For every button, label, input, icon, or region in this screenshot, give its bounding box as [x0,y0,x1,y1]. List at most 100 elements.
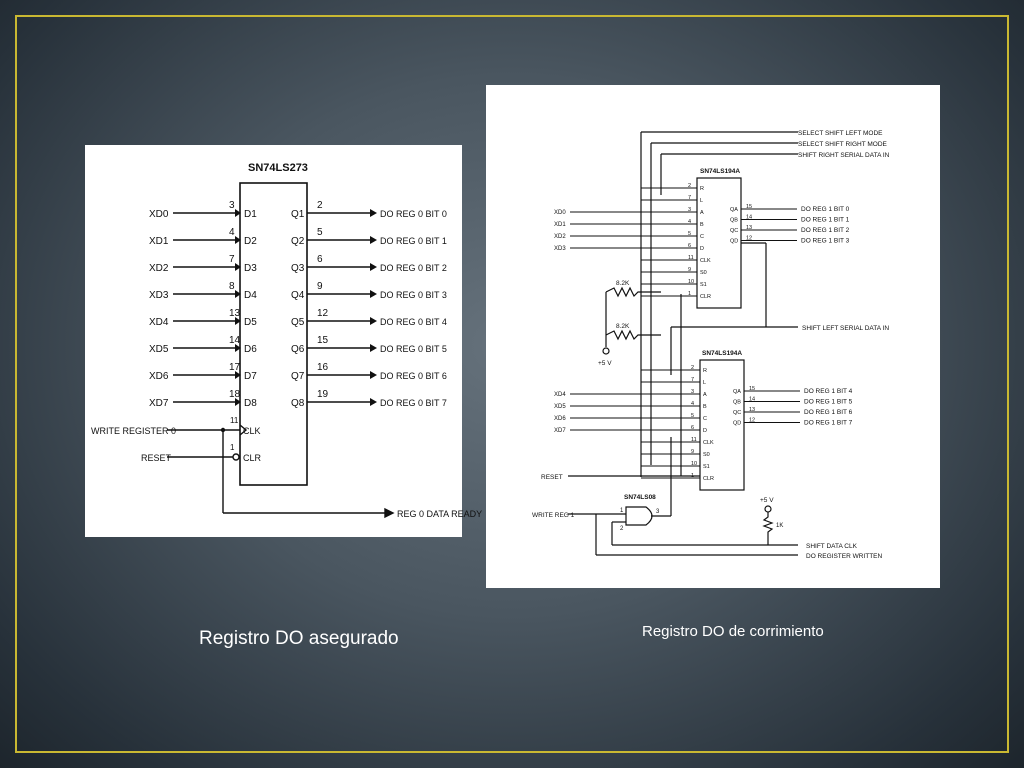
output-pin-number: 5 [317,227,323,238]
bottom-out-pin-number: 12 [749,418,755,424]
top-pin-label: CLR [700,294,711,300]
reset-label: RESET [541,474,563,481]
bottom-pin-label: CLK [703,440,714,446]
bottom-out-pin-number: 13 [749,407,755,413]
bottom-pin-label: L [703,380,706,386]
bottom-out-pin-label: QA [733,389,741,395]
top-pin-label: S1 [700,282,707,288]
bottom-out-pin-number: 14 [749,397,755,403]
input-pin-number: 4 [229,227,235,238]
top-out-pin-label: QB [730,218,738,224]
bottom-pin-label: D [703,428,707,434]
output-arrow [370,371,377,379]
vcc-right-label: +5 V [760,497,774,504]
d-pin-label: D8 [244,398,257,409]
output-label: DO REG 0 BIT 3 [380,290,447,300]
chip-label: SN74LS273 [248,162,308,174]
top-output-label: DO REG 1 BIT 3 [801,238,850,245]
input-pin-number: 14 [229,335,241,346]
bottom-out-pin-number: 15 [749,386,755,392]
top-output-label: DO REG 1 BIT 1 [801,217,850,224]
shift-right-serial-label: SHIFT RIGHT SERIAL DATA IN [798,152,890,159]
output-label: DO REG 0 BIT 5 [380,344,447,354]
shift-left-serial-label: SHIFT LEFT SERIAL DATA IN [802,325,889,332]
input-arrow [235,209,241,217]
resistor-bottom-label: 8.2K [616,323,630,330]
bottom-pin-label: S0 [703,452,710,458]
bottom-pin-number: 7 [691,377,694,383]
q-pin-label: Q4 [291,290,305,301]
input-arrow [235,236,241,244]
input-arrow [235,317,241,325]
output-pin-number: 12 [317,308,329,319]
output-arrow [370,236,377,244]
top-out-pin-number: 12 [746,236,752,242]
bottom-pin-label: B [703,404,707,410]
top-out-pin-label: QC [730,228,738,234]
input-arrow [235,398,241,406]
vcc-left-label: +5 V [598,360,612,367]
input-arrow [235,290,241,298]
bottom-output-label: DO REG 1 BIT 4 [804,388,853,395]
bottom-chip-label: SN74LS194A [702,350,742,357]
input-pin-number: 7 [229,254,235,265]
bottom-out-pin-label: QC [733,410,741,416]
top-pin-label: S0 [700,270,707,276]
clk-pin-label: CLK [243,426,261,436]
input-label: XD5 [149,344,169,355]
caption-latch-register: Registro DO asegurado [199,628,399,649]
bottom-pin-label: C [703,416,707,422]
bottom-pin-number: 11 [691,437,697,443]
input-pin-number: 18 [229,389,241,400]
shift-data-clk-label: SHIFT DATA CLK [806,543,858,550]
bottom-pin-label: R [703,368,707,374]
output-label: DO REG 0 BIT 6 [380,371,447,381]
bottom-output-label: DO REG 1 BIT 5 [804,399,853,406]
bottom-out-pin-label: QD [733,421,741,427]
bottom-output-label: DO REG 1 BIT 6 [804,409,853,416]
bottom-pin-number: 2 [691,365,694,371]
output-label: DO REG 0 BIT 7 [380,398,447,408]
bottom-input-label: XD5 [554,404,566,410]
top-output-label: DO REG 1 BIT 2 [801,227,850,234]
output-pin-number: 9 [317,281,323,292]
gate-pin-3: 3 [656,509,660,515]
top-pin-number: 11 [688,255,694,261]
top-chip-label: SN74LS194A [700,168,740,175]
caption-shift-register: Registro DO de corrimiento [642,623,824,640]
clr-pin-label: CLR [243,453,262,463]
top-input-label: XD0 [554,210,566,216]
q-pin-label: Q5 [291,317,305,328]
q-pin-label: Q1 [291,209,305,220]
top-pin-number: 10 [688,279,694,285]
top-pin-number: 5 [688,231,691,237]
output-arrow [370,398,377,406]
top-pin-number: 6 [688,243,691,249]
top-output-label: DO REG 1 BIT 0 [801,206,850,213]
q-pin-label: Q6 [291,344,305,355]
bottom-pin-number: 6 [691,425,694,431]
bottom-pin-number: 5 [691,413,694,419]
output-pin-number: 16 [317,362,329,373]
input-label: XD0 [149,209,169,220]
top-input-label: XD3 [554,246,566,252]
bottom-pin-number: 1 [691,473,694,479]
bottom-input-label: XD6 [554,416,566,422]
input-label: XD4 [149,317,169,328]
input-arrow [235,344,241,352]
d-pin-label: D4 [244,290,257,301]
top-input-label: XD2 [554,234,566,240]
top-pin-label: A [700,210,704,216]
reset-label: RESET [141,453,172,463]
output-pin-number: 2 [317,200,323,211]
gate-pin-2: 2 [620,526,624,532]
top-out-pin-label: QA [730,207,738,213]
select-shift-left-label: SELECT SHIFT LEFT MODE [798,130,883,137]
output-arrow [370,290,377,298]
output-label: DO REG 0 BIT 2 [380,263,447,273]
output-arrow [370,344,377,352]
